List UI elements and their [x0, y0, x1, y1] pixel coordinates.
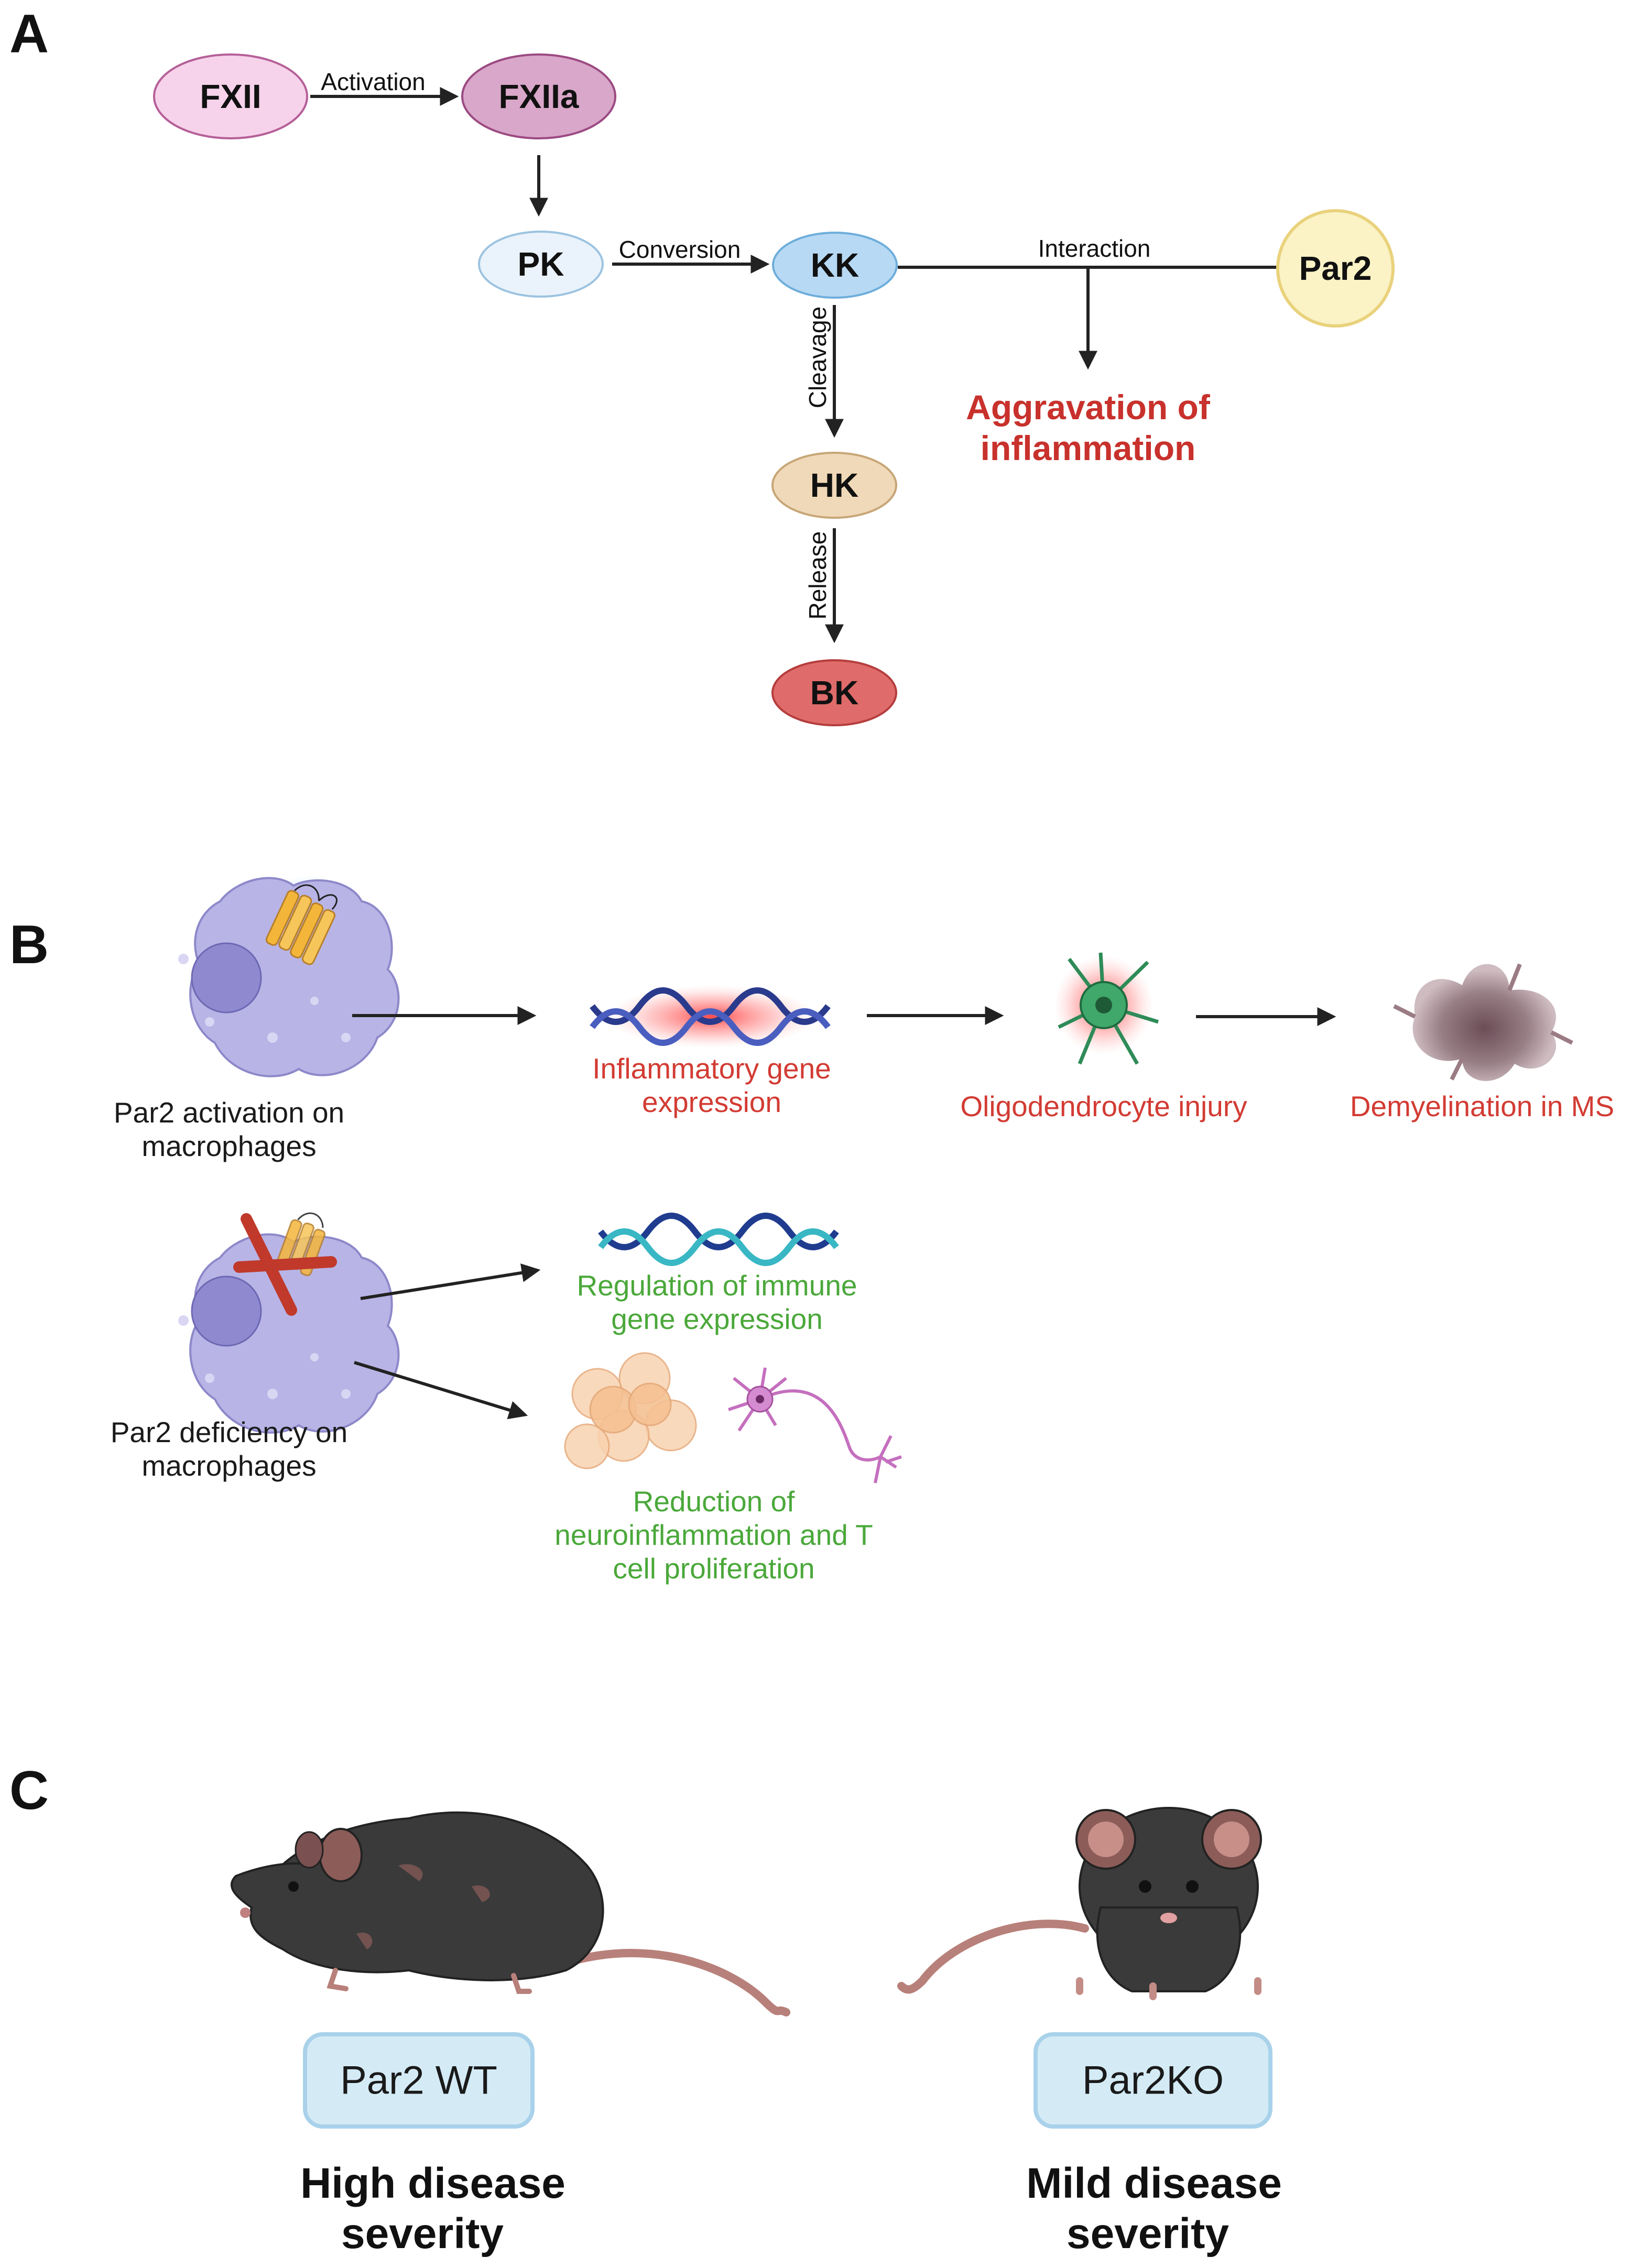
svg-text:FXIIa: FXIIa	[499, 78, 579, 115]
caption-reduction-line2: neuroinflammation and T	[554, 1519, 873, 1551]
outcome-aggravation-line1: Aggravation of	[966, 388, 1211, 427]
node-pk: PK	[478, 231, 604, 298]
dna-regulated-icon	[598, 1213, 839, 1266]
mouse-ko-icon	[897, 1807, 1262, 2000]
node-kk: KK	[772, 232, 898, 299]
node-bk: BK	[771, 659, 897, 726]
caption-deficiency-line1: Par2 deficiency on	[111, 1416, 348, 1448]
caption-reduction-line3: cell proliferation	[613, 1552, 814, 1585]
label-conversion: Conversion	[619, 236, 741, 263]
svg-text:FXII: FXII	[200, 78, 261, 115]
node-hk: HK	[771, 452, 897, 519]
arrow-b4	[360, 1263, 541, 1300]
label-interaction: Interaction	[1038, 235, 1151, 262]
label-box-ko: Par2KO	[1033, 2032, 1272, 2129]
caption-regulation-line2: gene expression	[611, 1303, 823, 1335]
caption-inflammatory-line2: expression	[642, 1086, 781, 1118]
svg-text:BK: BK	[810, 674, 858, 712]
severity-wt-line1: High disease	[300, 2160, 565, 2207]
genotype-wt: Par2 WT	[340, 2058, 497, 2103]
caption-deficiency-line2: macrophages	[142, 1449, 316, 1482]
outcome-aggravation-line2: inflammation	[981, 429, 1196, 467]
svg-text:KK: KK	[811, 246, 859, 284]
svg-text:Par2: Par2	[1299, 249, 1372, 287]
severity-ko-line1: Mild disease	[1026, 2160, 1282, 2207]
caption-demyelination: Demyelination in MS	[1350, 1090, 1614, 1122]
label-cleavage: Cleavage	[804, 307, 831, 408]
caption-regulation-line1: Regulation of immune	[576, 1269, 857, 1302]
caption-activation-line2: macrophages	[142, 1130, 316, 1162]
svg-text:PK: PK	[518, 245, 564, 283]
dna-inflammatory-icon	[590, 985, 831, 1048]
node-par2: Par2	[1276, 209, 1395, 328]
node-fxii: FXII	[153, 53, 308, 139]
label-release: Release	[804, 531, 831, 620]
t-cell-cluster-icon	[564, 1352, 697, 1469]
panel-a-pathway: Activation Conversion Interaction Cleava…	[153, 53, 1395, 726]
panel-c: Par2 WT Par2KO High disease severity Mil…	[230, 1807, 1282, 2258]
caption-oligodendrocyte: Oligodendrocyte injury	[960, 1090, 1247, 1122]
label-activation: Activation	[321, 68, 425, 95]
caption-inflammatory-line1: Inflammatory gene	[592, 1052, 831, 1085]
panel-letter-c: C	[9, 1760, 49, 1821]
genotype-ko: Par2KO	[1082, 2058, 1224, 2103]
mouse-wt-icon	[230, 1811, 790, 2016]
severity-ko-line2: severity	[1067, 2210, 1229, 2258]
label-box-wt: Par2 WT	[303, 2032, 535, 2129]
severity-wt-line2: severity	[341, 2210, 504, 2258]
node-fxiia: FXIIa	[461, 53, 616, 139]
panel-b: Par2 activation on macrophages Inflammat…	[111, 875, 1614, 1585]
panel-letter-b: B	[9, 914, 49, 975]
panel-letter-a: A	[9, 4, 49, 64]
neuron-icon	[728, 1367, 902, 1484]
macrophage-deficient-icon	[178, 1212, 400, 1434]
oligodendrocyte-icon	[1054, 952, 1159, 1065]
demyelination-icon	[1393, 963, 1573, 1081]
svg-text:HK: HK	[810, 466, 858, 504]
macrophage-activated-icon	[178, 875, 400, 1077]
arrow-b5	[354, 1361, 528, 1420]
caption-reduction-line1: Reduction of	[633, 1485, 796, 1518]
caption-activation-line1: Par2 activation on	[114, 1096, 344, 1129]
